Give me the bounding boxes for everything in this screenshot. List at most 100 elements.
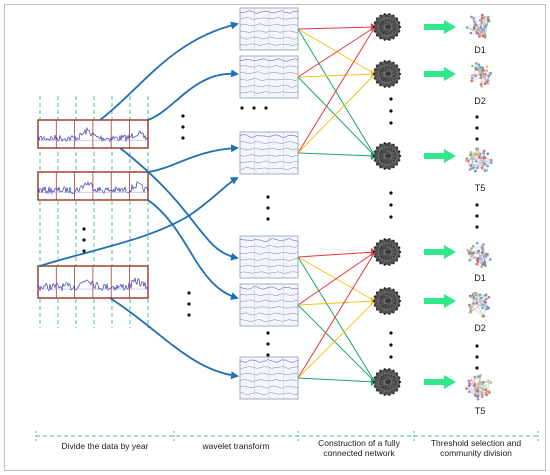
community-link-6-40 bbox=[477, 376, 479, 389]
community-link-5-41 bbox=[470, 307, 483, 317]
network-vertex-5-12 bbox=[379, 288, 382, 291]
network-link-3-7-15 bbox=[376, 144, 394, 165]
community-node-4-22 bbox=[476, 241, 479, 245]
network-link-1-0-5 bbox=[384, 26, 401, 40]
community-node-4-33 bbox=[470, 251, 473, 255]
community-node-5-8 bbox=[481, 306, 484, 310]
network-vertex-4-7 bbox=[375, 259, 379, 262]
ellipsis-dot-7-3 bbox=[389, 121, 393, 125]
network-link-3-0-14 bbox=[389, 143, 401, 157]
network-vertex-4-12 bbox=[379, 239, 382, 242]
network-link-4-6-11 bbox=[376, 243, 381, 264]
community-node-2-14 bbox=[470, 74, 474, 77]
network-link-4-12-17 bbox=[380, 240, 400, 248]
network-link-2-3-8 bbox=[374, 78, 394, 86]
network-vertex-4-14 bbox=[388, 238, 391, 241]
network-vertex-4-9 bbox=[372, 250, 376, 254]
network-link-2-0-5 bbox=[384, 73, 401, 87]
community-label-2: D2 bbox=[474, 96, 486, 106]
network-link-1-5-16 bbox=[384, 18, 398, 40]
community-node-4-5 bbox=[482, 243, 485, 246]
network-link-3-3-17 bbox=[393, 151, 400, 168]
community-node-1-20 bbox=[486, 15, 490, 19]
network-vertex-2-14 bbox=[388, 60, 391, 63]
community-link-6-53 bbox=[482, 382, 484, 395]
network-link-1-4-9 bbox=[373, 26, 390, 40]
community-node-5-19 bbox=[468, 294, 472, 298]
network-vertex-3-9 bbox=[372, 154, 376, 158]
network-link-5-6-14 bbox=[380, 288, 390, 313]
network-vertex-5-13 bbox=[383, 287, 386, 290]
network-vertex-4-1 bbox=[398, 255, 401, 258]
network-link-5-10-15 bbox=[374, 289, 394, 297]
network-link-4-10-15 bbox=[374, 240, 394, 248]
network-link-5-2-13 bbox=[384, 288, 398, 310]
network-link-2-3-14 bbox=[389, 61, 394, 86]
community-node-3-18 bbox=[480, 166, 484, 170]
network-link-6-12-17 bbox=[380, 370, 400, 378]
community-node-3-31 bbox=[465, 159, 468, 162]
network-link-3-5-10 bbox=[374, 151, 385, 169]
network-vertex-3-15 bbox=[392, 143, 395, 146]
network-link-2-1-9 bbox=[373, 73, 400, 79]
network-link-4-1-6 bbox=[380, 256, 400, 264]
network-vertex-2-17 bbox=[398, 68, 401, 71]
network-link-2-7-12 bbox=[376, 62, 381, 83]
network-link-5-1-15 bbox=[393, 289, 400, 306]
network-link-5-1-12 bbox=[380, 289, 400, 306]
network-link-1-4-12 bbox=[380, 15, 390, 40]
community-link-5-33 bbox=[471, 306, 485, 317]
network-link-3-0-5 bbox=[384, 155, 401, 169]
community-node-3-4 bbox=[482, 149, 486, 153]
community-node-5-18 bbox=[484, 294, 487, 297]
community-node-1-17 bbox=[481, 13, 484, 17]
network-vertex-1-7 bbox=[375, 34, 379, 37]
network-vertex-6-0 bbox=[398, 380, 402, 384]
community-link-3-45 bbox=[471, 158, 485, 164]
network-vertex-3-3 bbox=[392, 166, 395, 169]
ellipsis-dot-1-2 bbox=[181, 125, 185, 129]
network-link-3-1-15 bbox=[393, 144, 400, 161]
network-vertex-5-11 bbox=[375, 291, 379, 294]
network-link-2-10-15 bbox=[374, 62, 394, 70]
community-node-2-19 bbox=[479, 76, 483, 79]
community-node-5-20 bbox=[480, 296, 483, 300]
network-vertex-5-14 bbox=[388, 287, 391, 290]
network-link-2-12-17 bbox=[380, 62, 400, 70]
network-link-3-4-9 bbox=[373, 155, 390, 169]
ellipsis-dot-4-3 bbox=[82, 249, 86, 253]
figure-frame bbox=[4, 4, 546, 471]
network-vertex-2-1 bbox=[398, 77, 401, 80]
network-link-1-10-15 bbox=[374, 15, 394, 23]
ellipsis-dot-10-1 bbox=[475, 115, 479, 119]
network-vertex-6-8 bbox=[373, 385, 376, 388]
curve-ts2-to-w5 bbox=[147, 199, 239, 301]
ellipsis-dot-10-2 bbox=[475, 126, 479, 130]
network-link-4-0-11 bbox=[376, 243, 401, 253]
community-node-4-25 bbox=[483, 263, 487, 266]
network-link-6-1-6 bbox=[380, 386, 400, 394]
community-node-5-27 bbox=[482, 303, 485, 307]
network-vertex-4-2 bbox=[395, 259, 399, 262]
network-vertex-2-10 bbox=[373, 68, 376, 71]
network-link-4-5-16 bbox=[384, 243, 398, 265]
community-node-6-8 bbox=[467, 379, 471, 383]
network-link-3-4-12 bbox=[380, 144, 390, 169]
network-link-3-4-15 bbox=[389, 144, 394, 169]
community-node-5-24 bbox=[470, 308, 473, 312]
network-vertex-4-3 bbox=[392, 262, 395, 265]
network-vertex-5-10 bbox=[373, 295, 376, 298]
community-node-2-24 bbox=[476, 68, 480, 71]
network-vertex-4-4 bbox=[388, 263, 391, 266]
community-node-6-29 bbox=[473, 393, 477, 397]
community-node-3-24 bbox=[486, 152, 490, 155]
network-link-1-4-15 bbox=[389, 15, 394, 40]
community-link-6-20 bbox=[483, 382, 490, 392]
network-link-5-5-16 bbox=[384, 292, 398, 314]
network-vertex-4-0 bbox=[398, 250, 402, 254]
community-node-2-27 bbox=[470, 79, 474, 83]
community-node-6-14 bbox=[468, 382, 471, 386]
network-link-5-1-6 bbox=[380, 305, 400, 313]
community-node-3-29 bbox=[475, 166, 479, 170]
network-vertex-3-7 bbox=[375, 163, 379, 166]
